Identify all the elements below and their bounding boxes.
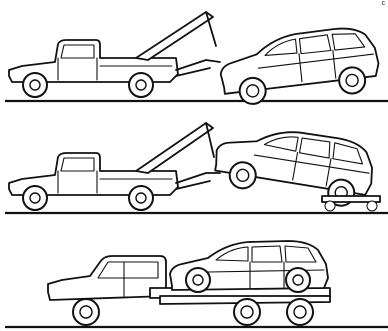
wheel-dolly: [322, 196, 380, 211]
tow-truck: [9, 123, 220, 210]
towed-suv: [217, 25, 381, 107]
panel-dollies: [5, 118, 388, 213]
loaded-suv: [170, 241, 328, 292]
tow-truck: [9, 12, 220, 97]
panel-flatbed: [5, 241, 388, 327]
panel-wheel-lift: [5, 12, 388, 107]
